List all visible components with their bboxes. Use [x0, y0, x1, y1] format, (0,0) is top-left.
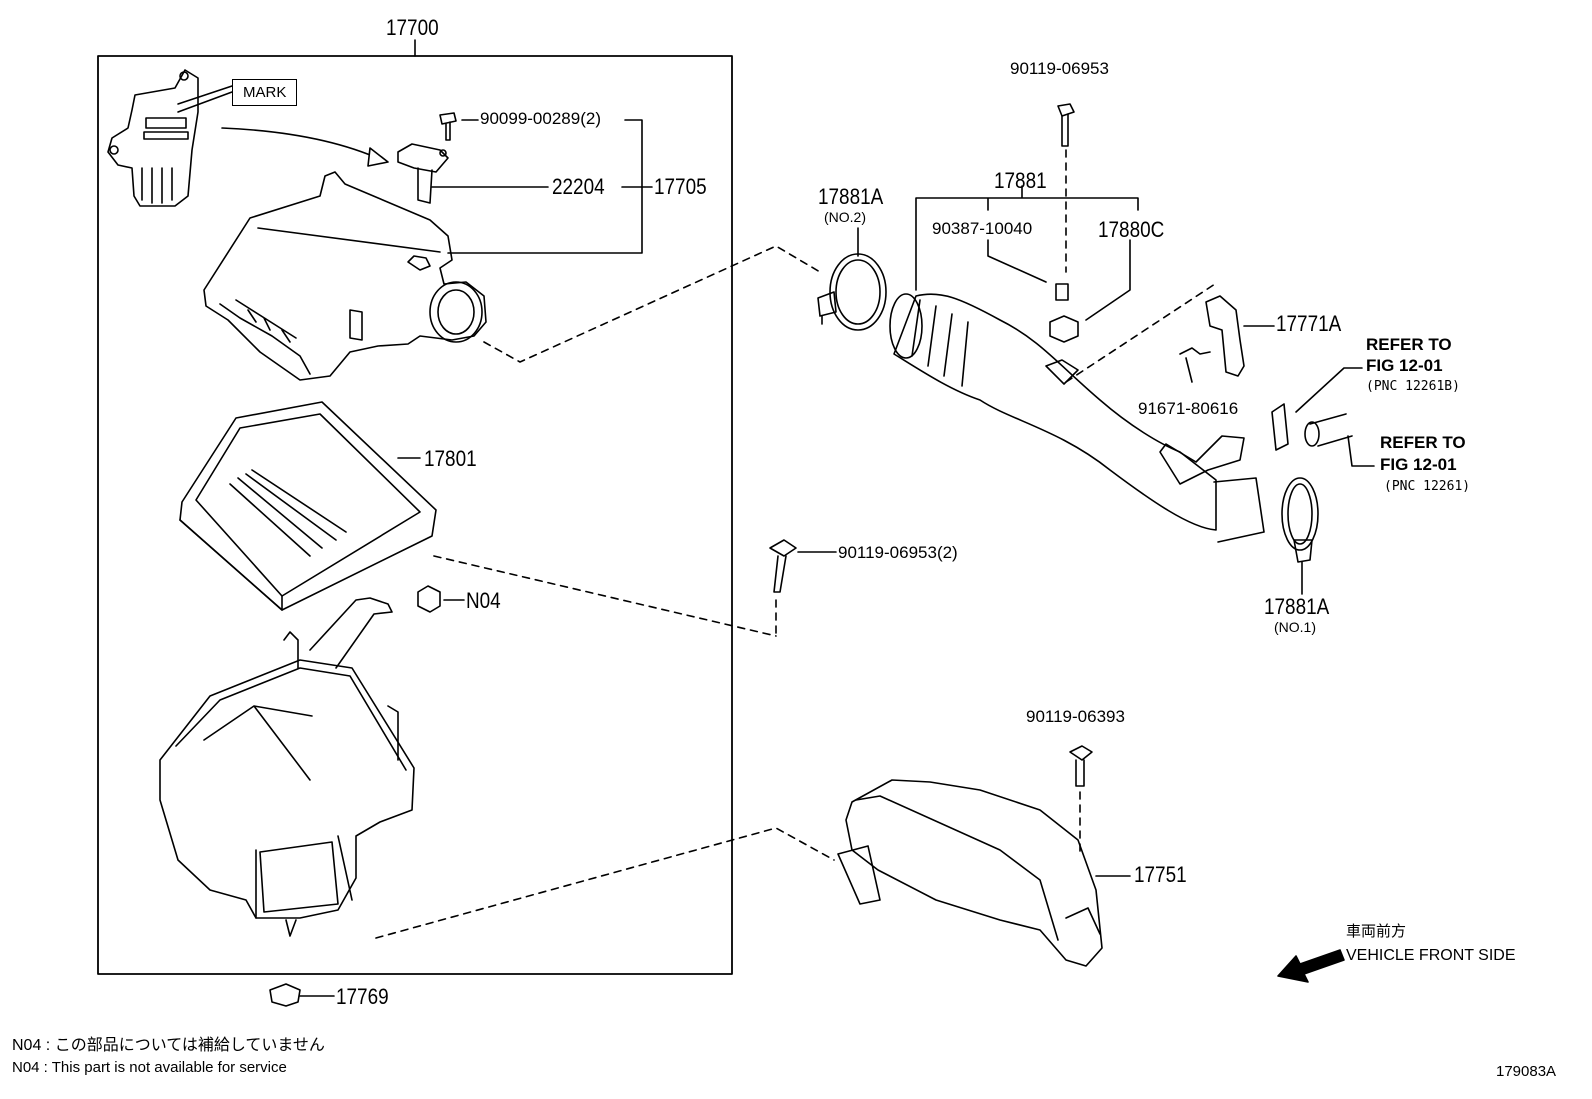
mark-label: MARK — [232, 79, 298, 106]
bolt-90119-mid — [769, 539, 797, 593]
air-flow-meter-22204 — [397, 143, 449, 204]
assembly-number: 17700 — [386, 15, 439, 40]
refer1-line1: REFER TO — [1366, 335, 1452, 354]
label-17769: 17769 — [336, 984, 389, 1009]
refer2-line3: (PNC 12261) — [1384, 479, 1471, 494]
refer2-line1: REFER TO — [1380, 433, 1466, 452]
dashed-connector-2 — [433, 555, 777, 637]
intake-duct-17751 — [837, 779, 1103, 967]
hose-clamp-no2 — [817, 253, 887, 331]
label-17705: 17705 — [654, 174, 707, 199]
air-filter-element — [179, 401, 437, 611]
label-17801: 17801 — [424, 446, 477, 471]
refer1-line2: FIG 12-01 — [1366, 356, 1443, 375]
grommet-17769 — [269, 983, 301, 1007]
front-label-en: VEHICLE FRONT SIDE — [1346, 947, 1516, 964]
air-cleaner-cap — [203, 171, 487, 381]
label-91671: 91671-80616 — [1138, 399, 1239, 418]
bolt-90119-top — [1057, 103, 1075, 147]
label-17881: 17881 — [994, 168, 1047, 193]
mass-air-flow-sensor-detail — [107, 69, 233, 207]
refer2-line2: FIG 12-01 — [1380, 455, 1457, 474]
label-17881A-no1-sub: (NO.1) — [1274, 619, 1316, 635]
spacer-90387 — [1055, 283, 1069, 301]
bolt-90119-lower — [1069, 745, 1093, 787]
label-90119-lower: 90119-06393 — [1026, 707, 1125, 726]
note-jp: N04 : この部品については補給していません — [12, 1037, 325, 1054]
grommet-n04 — [417, 585, 441, 613]
dashed-connector-1 — [483, 245, 821, 363]
bracket-17771A — [1205, 295, 1245, 377]
grommet-17880C — [1049, 315, 1079, 343]
label-90387: 90387-10040 — [932, 219, 1033, 238]
bolt-91671 — [1179, 347, 1211, 383]
figure-id: 179083A — [1496, 1063, 1557, 1080]
vehicle-front-arrow — [1277, 949, 1345, 983]
refer1-line3: (PNC 12261B) — [1366, 379, 1460, 394]
label-n04: N04 — [466, 588, 501, 613]
label-17881A-no2: 17881A — [818, 184, 884, 209]
intake-hose — [889, 293, 1265, 543]
label-17880C: 17880C — [1098, 217, 1165, 242]
label-17881A-no1: 17881A — [1264, 594, 1330, 619]
dashed-connector-3 — [375, 827, 835, 939]
label-17771A: 17771A — [1276, 311, 1342, 336]
front-label-jp: 車両前方 — [1346, 923, 1407, 940]
mark-arrow — [221, 127, 383, 161]
hose-clamp-no1 — [1281, 477, 1319, 563]
air-cleaner-case — [159, 597, 415, 937]
screw-90099 — [439, 112, 457, 141]
label-22204: 22204 — [552, 174, 605, 199]
label-90119-mid: 90119-06953(2) — [838, 543, 958, 562]
label-17881A-no2-sub: (NO.2) — [824, 209, 866, 225]
note-en: N04 : This part is not available for ser… — [12, 1059, 287, 1076]
label-90119-top: 90119-06953 — [1010, 59, 1109, 78]
label-90099: 90099-00289(2) — [480, 109, 601, 128]
label-17751: 17751 — [1134, 862, 1187, 887]
